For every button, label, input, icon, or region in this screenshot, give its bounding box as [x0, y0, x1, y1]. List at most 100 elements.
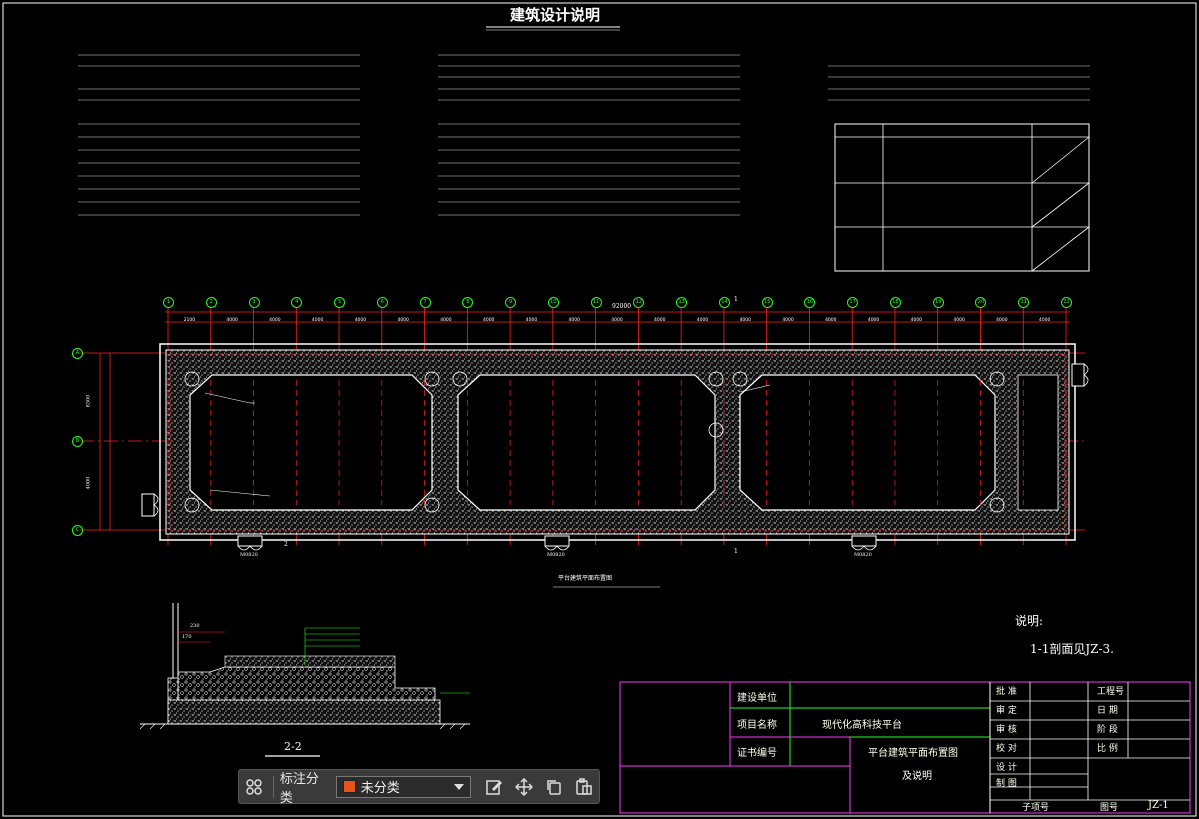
- grid-bubble-4: 4: [291, 297, 303, 308]
- grid-bubble-10: 10: [547, 297, 559, 308]
- tb-drawing-name-2: 及说明: [902, 771, 932, 782]
- spec-table: [834, 123, 1090, 272]
- side-dim-1: 8300: [85, 394, 92, 408]
- bay-dim: 4000: [867, 318, 880, 323]
- section-mark-1b: 1: [734, 548, 738, 555]
- section-label: 2-2: [284, 740, 302, 753]
- title-block: [619, 681, 1191, 814]
- bay-dim: 4000: [739, 318, 751, 323]
- bay-dim: 4000: [525, 318, 538, 323]
- tb-sheet-no: JZ-1: [1148, 800, 1169, 811]
- tb-role-label: 批 准: [996, 687, 1017, 697]
- grid-bubble-21: 21: [1018, 297, 1030, 308]
- tb-label-cert: 证书编号: [737, 748, 777, 759]
- bay-dim: 4000: [269, 318, 281, 323]
- grid-bubble-1: 1: [163, 297, 174, 308]
- bay-dim: 2100: [183, 318, 196, 323]
- bay-dim: 4000: [311, 318, 324, 323]
- bay-dim: 4000: [910, 318, 923, 323]
- bay-dim: 4000: [654, 318, 666, 323]
- door-tag-1: M0820: [240, 552, 258, 558]
- grid-bubble-6: 6: [376, 297, 388, 308]
- bay-dim: 4000: [696, 318, 709, 323]
- plan-caption: 平台建筑平面布置图: [558, 575, 613, 582]
- grid-bubble-17: 17: [847, 297, 859, 308]
- side-dim-2: 4000: [85, 476, 92, 490]
- section-mark-1a: 1: [734, 296, 738, 303]
- grid-bubble-7: 7: [419, 297, 431, 308]
- paste-icon: [576, 777, 592, 795]
- tb-drawing-no-label: 图号: [1100, 803, 1119, 813]
- bay-dim: 4000: [568, 318, 580, 323]
- edit-icon: [486, 779, 503, 795]
- section-2-2: [139, 603, 470, 757]
- grid-bubble-16: 16: [804, 297, 816, 308]
- bay-dim: 4000: [226, 318, 238, 323]
- move-icon: [515, 777, 534, 796]
- copy-icon: [547, 779, 561, 795]
- drawing-title: 建筑设计说明: [510, 6, 601, 24]
- floor-plan: [80, 308, 1089, 588]
- category-color-swatch: [342, 780, 356, 793]
- grid-row-bubble-C: C: [72, 525, 83, 536]
- annotation-toolbar: 标注分类 未分类: [238, 769, 600, 805]
- tb-subitem-label: 子项号: [1022, 803, 1050, 813]
- note-heading: 说明:: [1015, 614, 1044, 628]
- edit-button[interactable]: [479, 770, 509, 803]
- category-label: 标注分类: [279, 770, 319, 805]
- bay-dim: 4000: [354, 318, 367, 323]
- section-mark-2: 2: [284, 541, 288, 548]
- paste-button[interactable]: [569, 770, 599, 803]
- note-text: 1-1剖面见JZ-3.: [1030, 642, 1114, 656]
- bay-dim: 4000: [440, 318, 452, 323]
- bay-dim: 4000: [1038, 318, 1051, 323]
- grid-row-bubble-B: B: [72, 436, 83, 447]
- bay-dim: 4000: [996, 318, 1008, 323]
- tb-right-label: 工程号: [1097, 687, 1125, 697]
- door-tag-2: M0820: [547, 552, 565, 558]
- tb-right-label: 日 期: [1097, 706, 1118, 716]
- grid-bubble-14: 14: [718, 297, 730, 308]
- tb-role-label: 审 定: [996, 706, 1017, 716]
- section-dim-230: 230: [190, 623, 200, 629]
- bay-dim: 4000: [397, 318, 409, 323]
- grid-bubble-9: 9: [505, 297, 517, 308]
- copy-button[interactable]: [539, 770, 569, 803]
- door-tag-3: M0820: [854, 552, 872, 558]
- move-button[interactable]: [509, 770, 539, 803]
- section-dim-170: 170: [182, 634, 192, 640]
- grid-bubble-18: 18: [889, 297, 901, 308]
- grid-icon: [246, 778, 262, 795]
- tb-label-client: 建设单位: [737, 693, 777, 704]
- tb-role-label: 审 核: [996, 725, 1017, 735]
- tb-role-label: 校 对: [996, 744, 1017, 754]
- category-selected-value: 未分类: [360, 780, 400, 795]
- grid-bubble-22: 22: [1061, 297, 1072, 308]
- grid-bubble-11: 11: [590, 297, 602, 308]
- tb-label-project: 项目名称: [737, 720, 777, 731]
- grid-bubble-3: 3: [248, 297, 260, 308]
- tb-project-name: 现代化高科技平台: [822, 720, 902, 731]
- toolbar-separator: [272, 775, 274, 798]
- grid-row-bubble-A: A: [72, 348, 83, 359]
- bay-dim: 4000: [825, 318, 837, 323]
- grid-bubble-2: 2: [205, 297, 217, 308]
- grid-bubble-8: 8: [462, 297, 474, 308]
- tb-role-label: 制 图: [996, 779, 1017, 789]
- grid-bubble-13: 13: [676, 297, 688, 308]
- tb-role-label: 设 计: [996, 763, 1017, 773]
- tb-right-label: 阶 段: [1097, 725, 1118, 735]
- grid-bubble-15: 15: [761, 297, 773, 308]
- chevron-down-icon: [454, 783, 465, 790]
- tb-right-label: 比 例: [1097, 744, 1118, 754]
- grid-bubble-20: 20: [975, 297, 987, 308]
- grid-bubble-5: 5: [334, 297, 346, 308]
- grid-button[interactable]: [239, 770, 269, 803]
- bay-dim: 4000: [482, 318, 495, 323]
- overall-dimension: 92000: [612, 303, 632, 310]
- grid-bubble-19: 19: [932, 297, 944, 308]
- grid-bubble-12: 12: [633, 297, 645, 308]
- category-select[interactable]: 未分类: [335, 775, 472, 798]
